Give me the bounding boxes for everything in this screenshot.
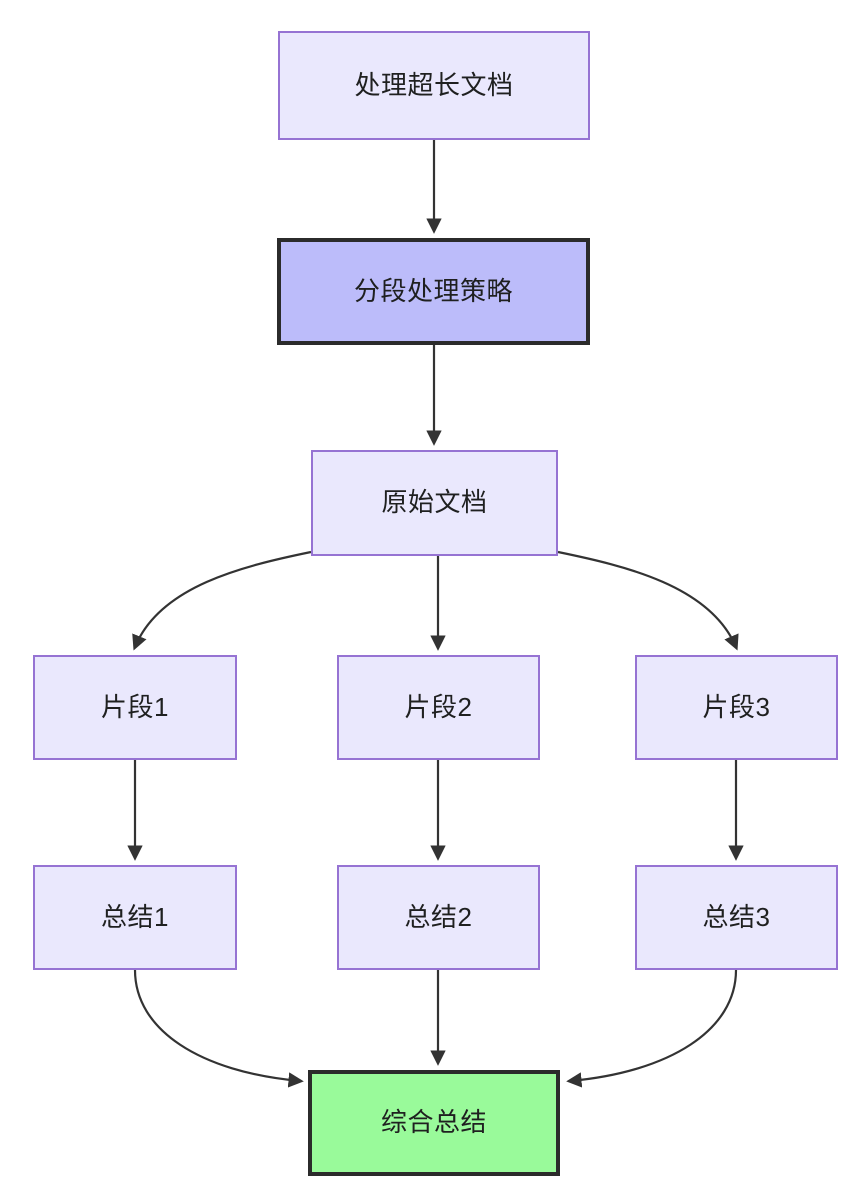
node-label: 片段3 [702, 691, 771, 722]
node-chunking-strategy[interactable]: 分段处理策略 [277, 238, 590, 345]
node-combined-summary[interactable]: 综合总结 [308, 1070, 560, 1176]
edge-summary1-to-final [133, 969, 304, 1088]
node-summary-3[interactable]: 总结3 [635, 865, 838, 970]
node-label: 片段1 [101, 691, 169, 722]
edge-summary3-to-final [566, 969, 738, 1088]
node-summary-2[interactable]: 总结2 [337, 865, 540, 970]
node-label: 总结2 [404, 901, 473, 932]
node-label: 总结3 [702, 901, 771, 932]
node-label: 原始文档 [381, 487, 488, 518]
node-chunk-3[interactable]: 片段3 [635, 655, 838, 760]
node-label: 处理超长文档 [354, 69, 514, 100]
node-summary-1[interactable]: 总结1 [33, 865, 237, 970]
edge-source-to-chunk3 [557, 550, 739, 651]
edge-source-to-chunk1 [132, 550, 312, 651]
node-label: 分段处理策略 [353, 275, 513, 306]
node-chunk-1[interactable]: 片段1 [33, 655, 237, 760]
node-process-long-document[interactable]: 处理超长文档 [278, 31, 590, 140]
node-source-document[interactable]: 原始文档 [311, 450, 558, 556]
node-label: 综合总结 [380, 1107, 487, 1138]
node-chunk-2[interactable]: 片段2 [337, 655, 540, 760]
node-label: 总结1 [101, 901, 169, 932]
node-label: 片段2 [404, 691, 473, 722]
